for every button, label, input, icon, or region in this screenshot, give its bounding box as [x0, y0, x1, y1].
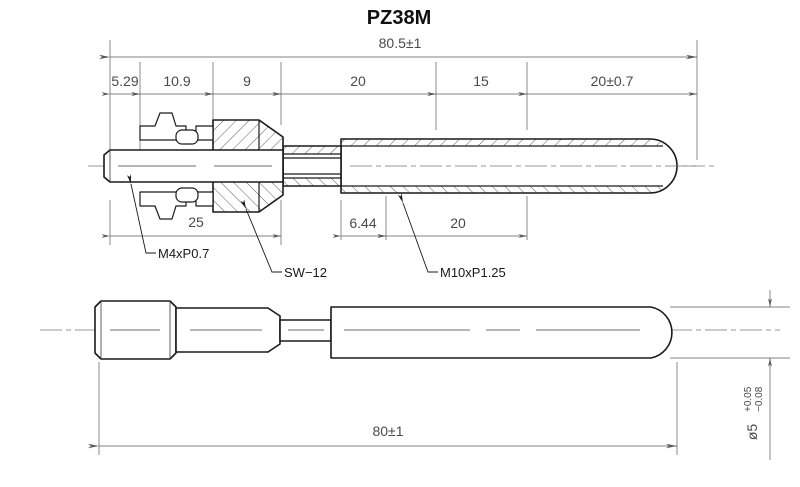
tube-wall-hatch-top	[341, 139, 663, 146]
m4-thread-collar	[139, 112, 214, 220]
diameter-tol-lower-text: −0.08	[754, 386, 765, 412]
callout-m10: M10xP1.25	[397, 193, 506, 280]
callout-m4-text: M4xP0.7	[158, 246, 209, 261]
diameter-symbol-text: ø5	[744, 424, 760, 441]
page-title: PZ38M	[367, 7, 431, 29]
callout-sw12: SW−12	[240, 199, 327, 280]
section-view	[88, 112, 718, 220]
diameter-tol-upper-text: +0.05	[743, 386, 754, 412]
callout-m4: M4xP0.7	[127, 174, 209, 261]
dim-15-text: 15	[473, 73, 489, 89]
overall-bottom-dimension: 80±1	[88, 362, 678, 455]
dim-20-lower-text: 20	[450, 215, 466, 231]
callout-sw12-text: SW−12	[284, 265, 327, 280]
overall-top-dimension-text: 80.5±1	[379, 35, 422, 51]
left-pin-shaft	[103, 149, 284, 183]
outline-view	[40, 300, 780, 360]
outline-left-rod	[94, 300, 177, 360]
dim-25-text: 25	[188, 214, 204, 230]
dim-9-text: 9	[243, 73, 251, 89]
dim-20-tol-text: 20±0.7	[591, 73, 634, 89]
neck-bore	[283, 157, 341, 175]
outline-left-body	[175, 307, 281, 353]
overall-bottom-dimension-text: 80±1	[372, 423, 403, 439]
dim-20-upper-text: 20	[350, 73, 366, 89]
diameter-dimension: ø5 +0.05 −0.08	[670, 290, 790, 460]
dim-6-44-text: 6.44	[349, 215, 376, 231]
outline-neck	[279, 319, 332, 342]
tube-wall-hatch-bottom	[341, 186, 663, 193]
outline-tube	[330, 306, 673, 359]
lower-section-dimensions: 25 6.44 20	[101, 196, 528, 245]
dim-10-9-text: 10.9	[163, 73, 190, 89]
m10-thread-section	[282, 145, 342, 187]
dim-5-29-text: 5.29	[111, 73, 138, 89]
dimension-chain: 5.29 10.9 9 20 15 20±0.7	[101, 73, 697, 96]
overall-top-dimension: 80.5±1	[99, 35, 697, 60]
callout-m10-text: M10xP1.25	[440, 265, 506, 280]
